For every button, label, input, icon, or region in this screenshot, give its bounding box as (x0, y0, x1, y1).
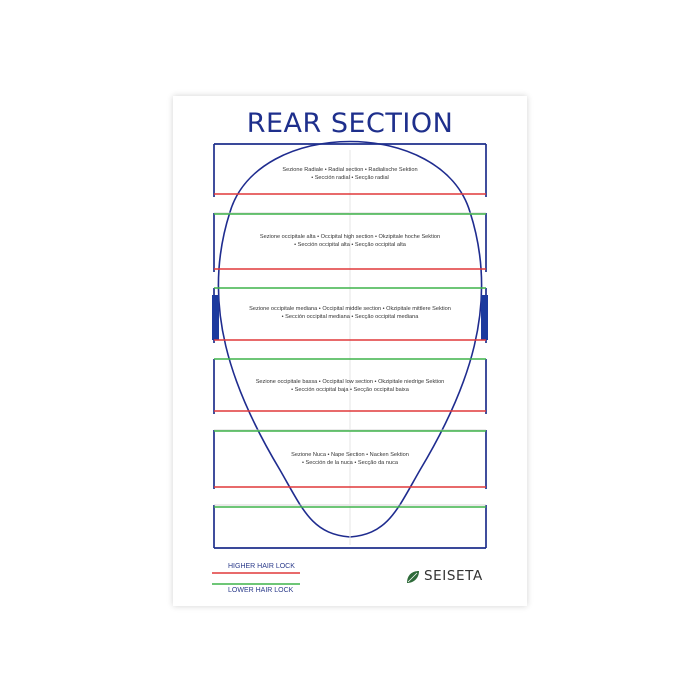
section-label-line: • Sección occipital baja • Secção occipi… (291, 387, 409, 393)
middle-band-right (481, 295, 488, 340)
section-label-nape: Sezione Nuca • Nape Section • Nacken Sek… (220, 451, 480, 467)
section-label-line: • Sección de la nuca • Secção da nuca (302, 460, 398, 466)
page-title: REAR SECTION (246, 108, 454, 139)
section-label-line: Sezione occipitale bassa • Occipital low… (255, 379, 445, 385)
section-label-line: Sezione occipitale alta • Occipital high… (259, 234, 441, 240)
section-label-radial: Sezione Radiale • Radial section • Radia… (220, 166, 480, 182)
section-label-line: Sezione occipitale mediana • Occipital m… (249, 306, 451, 312)
section-label-line: • Sección occipital mediana • Secção occ… (281, 314, 419, 320)
section-label-line: Sezione Nuca • Nape Section • Nacken Sek… (291, 452, 409, 458)
head-outline-curve (217, 140, 483, 538)
section-label-occipital-high: Sezione occipitale alta • Occipital high… (220, 233, 480, 249)
lower-hair-lock-lines (214, 213, 486, 508)
brand-name: SEISETA (424, 568, 483, 584)
section-label-occipital-middle: Sezione occipitale mediana • Occipital m… (220, 305, 480, 321)
higher-hair-lock-lines (214, 193, 486, 488)
section-label-line: • Sección radial • Secção radial (311, 175, 389, 181)
middle-band-left (212, 295, 219, 340)
legend-higher-label: HIGHER HAIR LOCK (228, 563, 295, 570)
section-gaps (211, 197, 489, 505)
section-label-line: • Sección occipital alta • Secção occipi… (294, 242, 406, 248)
section-label-occipital-low: Sezione occipitale bassa • Occipital low… (220, 378, 480, 394)
section-label-line: Sezione Radiale • Radial section • Radia… (282, 167, 418, 173)
brand-logo: SEISETA (406, 568, 483, 584)
legend-lower-label: LOWER HAIR LOCK (228, 587, 294, 594)
leaf-icon (406, 569, 420, 583)
